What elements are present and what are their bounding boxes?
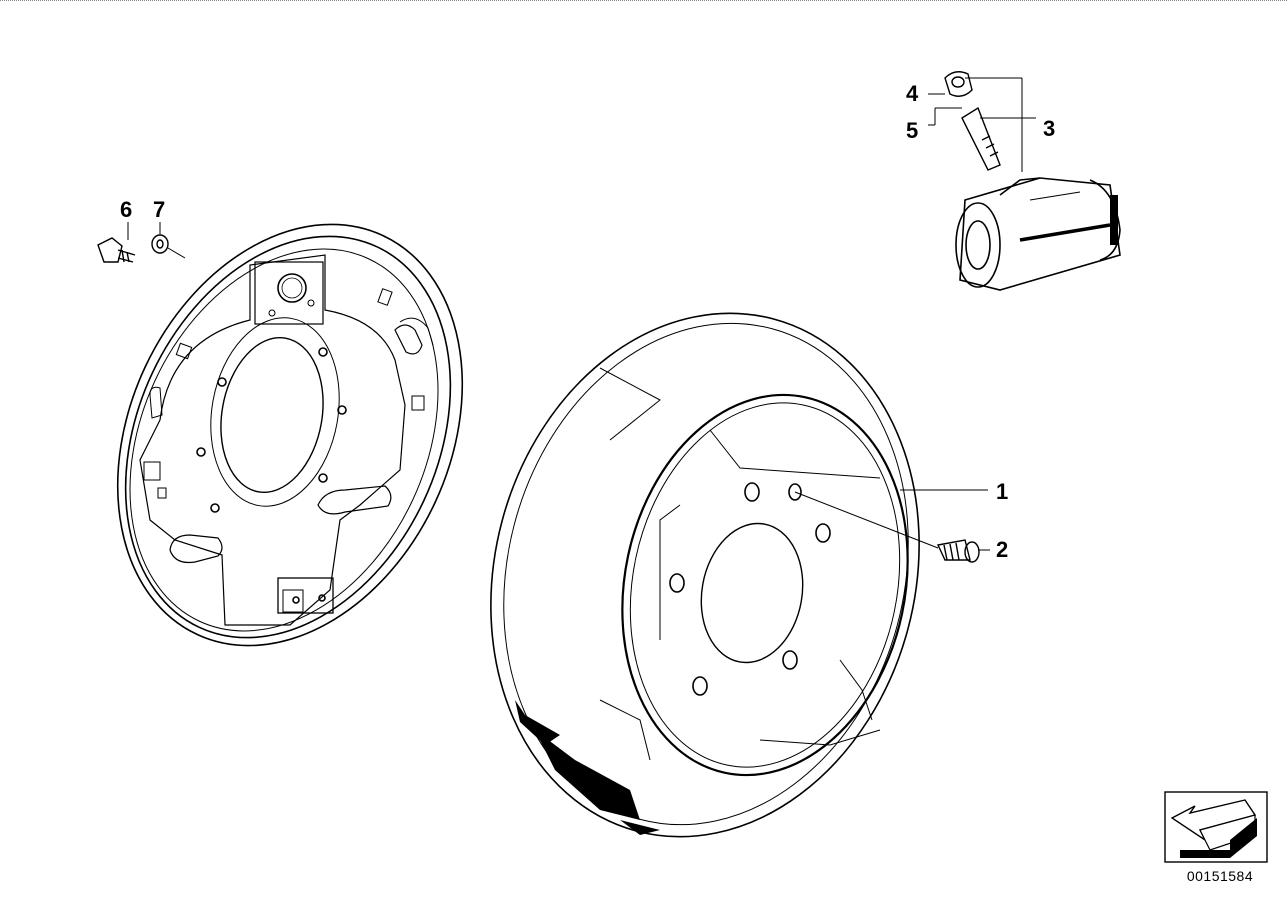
callout-4: 4 — [906, 81, 919, 106]
stud-part-2[interactable] — [936, 539, 980, 563]
callout-6: 6 — [120, 197, 132, 222]
leader-lines-1-2 — [794, 489, 990, 551]
leader-lines-6-7 — [127, 222, 186, 259]
wheel-cylinder-part-3[interactable] — [955, 177, 1121, 291]
bolt-part-6[interactable] — [97, 237, 136, 263]
callout-1: 1 — [996, 479, 1008, 504]
callout-7: 7 — [153, 197, 165, 222]
diagram-reference-number: 00151584 — [1186, 868, 1254, 884]
backing-plate[interactable] — [52, 168, 528, 702]
orientation-box — [1164, 791, 1268, 863]
bleeder-screw-part-5[interactable] — [961, 106, 1001, 171]
washer-part-7[interactable] — [151, 234, 169, 254]
callout-5: 5 — [906, 118, 918, 143]
leader-lines-3-4-5 — [928, 77, 1036, 172]
dust-cap-part-4[interactable] — [944, 71, 973, 97]
brake-drum[interactable] — [434, 265, 977, 886]
arrow-direction-icon — [1170, 799, 1257, 858]
callout-3: 3 — [1043, 116, 1055, 141]
top-dotted-rule — [0, 0, 1287, 3]
callout-2: 2 — [996, 537, 1008, 562]
